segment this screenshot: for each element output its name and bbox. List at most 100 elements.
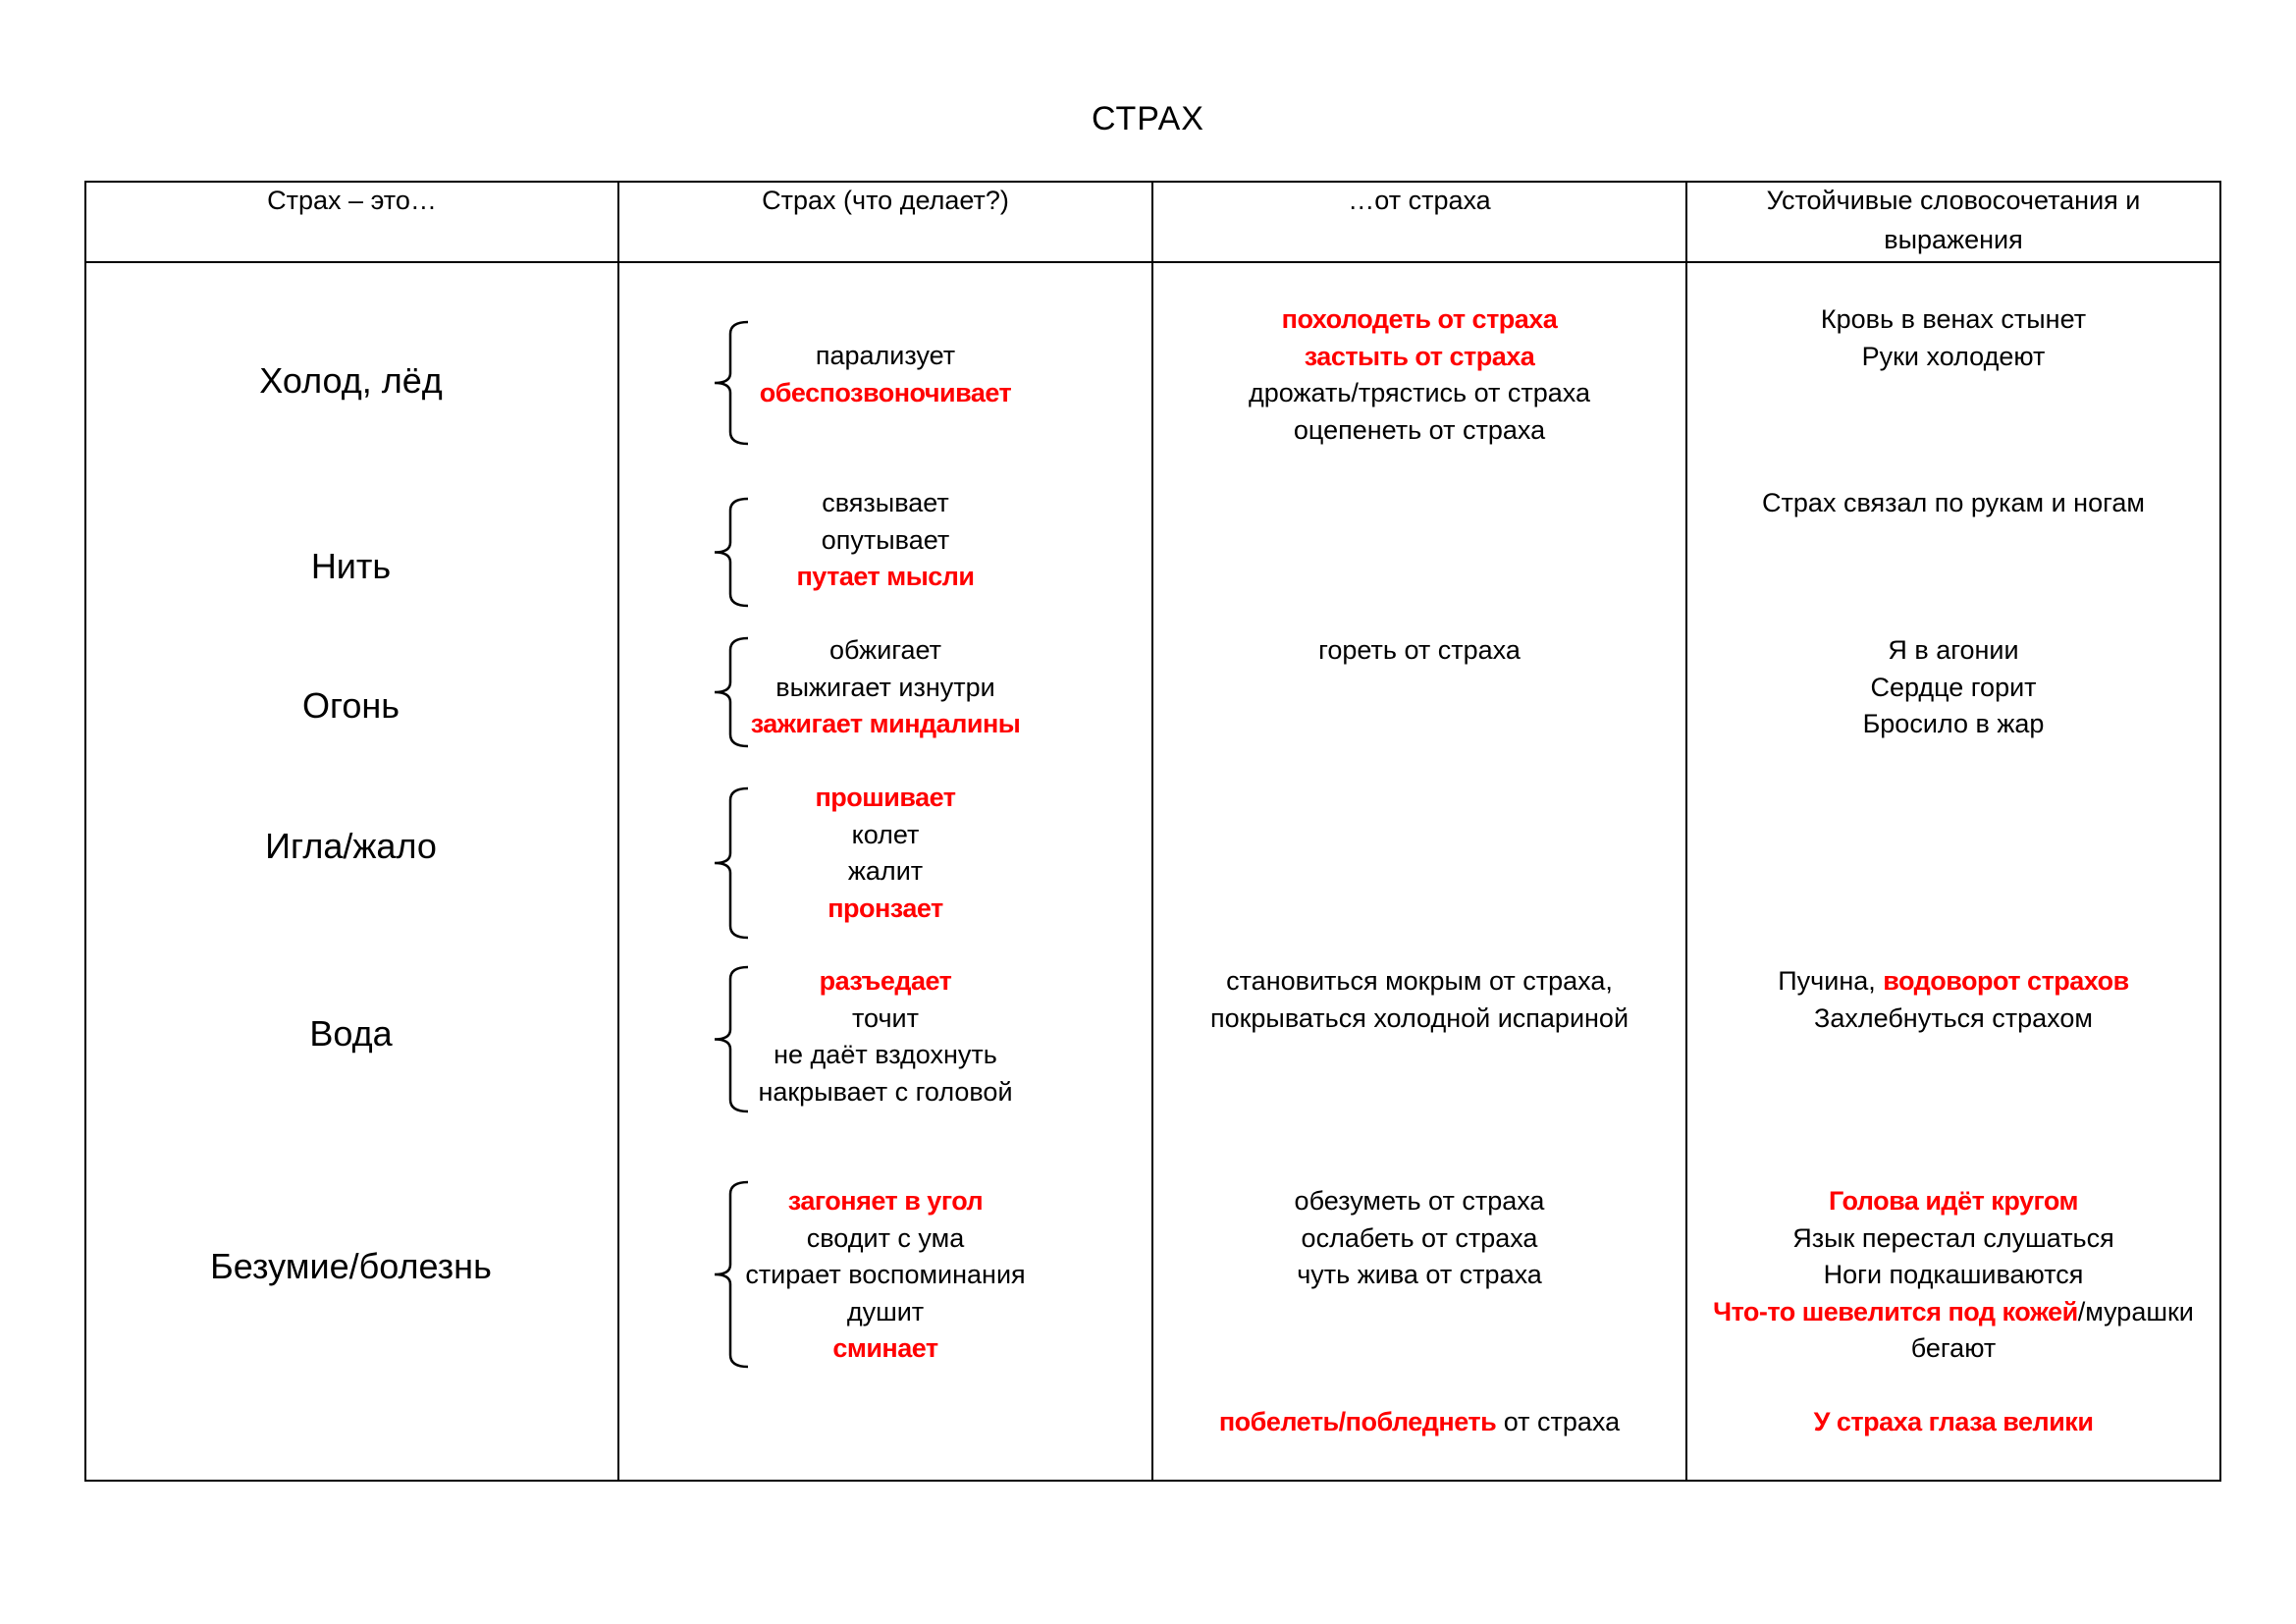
text-segment: Страх связал по рукам и ногам [1762,488,2145,517]
action-item: точит [619,1001,1151,1038]
expression-item: Бросило в жар [1687,706,2219,743]
from-fear-item: побелеть/побледнеть от страха [1153,1404,1685,1441]
text-segment: /мурашки [2077,1296,2194,1326]
category-label: Холод, лёд [259,360,443,401]
expression-item: Голова идёт кругом [1687,1183,2219,1220]
highlighted-text: прошивает [815,783,956,812]
highlighted-text: обеспозвоночивает [759,377,1012,407]
expression-item: Что-то шевелится под кожей/мурашки [1687,1294,2219,1331]
category-label: Игла/жало [265,826,437,866]
column-divider-1 [617,181,619,1482]
from-fear-item: ослабеть от страха [1153,1220,1685,1258]
action-item: связывает [619,485,1151,522]
expression-item: Сердце горит [1687,670,2219,707]
category-label: Безумие/болезнь [210,1246,492,1286]
action-item: не даёт вздохнуть [619,1037,1151,1074]
column-divider-3 [1685,181,1687,1482]
curly-brace-icon [714,965,748,1113]
action-item: путает мысли [619,559,1151,596]
header-what-fear-does: Страх (что делает?) [762,186,1009,215]
text-segment: Пучина, [1778,966,1884,996]
column-divider-2 [1151,181,1153,1482]
expression-item: бегают [1687,1330,2219,1368]
text-segment: парализует [815,341,956,370]
text-segment: Сердце горит [1870,672,2037,702]
text-segment: колет [851,819,920,849]
curly-brace-icon [714,320,748,446]
from-fear-item: обезуметь от страха [1153,1183,1685,1220]
text-segment: сводит с ума [806,1222,965,1253]
header-from-fear: …от страха [1348,186,1491,215]
action-item: разъедает [619,963,1151,1001]
highlighted-text: загоняет в угол [787,1186,984,1216]
from-fear-item: дрожать/трястись от страха [1153,375,1685,412]
text-segment: стирает воспоминания [745,1260,1026,1289]
category-label: Вода [309,1013,393,1054]
highlighted-text: Голова идёт кругом [1829,1186,2078,1216]
expression-item: Захлебнуться страхом [1687,1001,2219,1038]
action-item: загоняет в угол [619,1183,1151,1220]
highlighted-text: У страха глаза велики [1813,1407,2094,1436]
text-segment: накрывает с головой [758,1076,1013,1107]
text-segment: ослабеть от страха [1301,1222,1538,1253]
action-item: стирает воспоминания [619,1257,1151,1294]
expressions-list: Страх связал по рукам и ногам [1687,485,2219,522]
action-item: опутывает [619,522,1151,560]
highlighted-text: побелеть/побледнеть [1218,1407,1497,1436]
text-segment: выжигает изнутри [775,672,995,702]
table-border-left [84,181,86,1482]
text-segment: не даёт вздохнуть [774,1040,997,1069]
action-item: сминает [619,1330,1151,1368]
text-segment: обезуметь от страха [1294,1186,1545,1216]
text-segment: от страха [1496,1407,1621,1436]
text-segment: оцепенеть от страха [1293,414,1546,445]
text-segment: становиться мокрым от страха, [1226,966,1613,996]
header-what-is-fear: Страх – это… [267,186,437,215]
highlighted-text: сминает [832,1333,938,1363]
text-segment: дрожать/трястись от страха [1248,378,1591,407]
text-segment: жалит [847,856,924,886]
from-fear-item: покрываться холодной испариной [1153,1001,1685,1038]
from-fear-item: застыть от страха [1153,339,1685,376]
text-segment: опутывает [821,524,950,555]
curly-brace-icon [714,636,748,748]
expression-item: Руки холодеют [1687,339,2219,376]
curly-brace-icon [714,1180,748,1369]
curly-brace-icon [714,786,748,940]
text-segment: Кровь в венах стынет [1820,304,2087,334]
text-segment: гореть от страха [1318,635,1521,665]
from-fear-item: становиться мокрым от страха, [1153,963,1685,1001]
text-segment: Язык перестал слушаться [1792,1222,2114,1253]
header-set-expressions: Устойчивые словосочетания и выражения [1766,186,2141,254]
text-segment: Бросило в жар [1862,709,2045,738]
category-label: Нить [310,546,392,586]
action-item: обеспозвоночивает [619,375,1151,412]
from-fear-list: гореть от страха [1153,632,1685,670]
expression-item: У страха глаза велики [1687,1404,2219,1441]
text-segment: Руки холодеют [1861,341,2046,371]
from-fear-item: гореть от страха [1153,632,1685,670]
page-title: СТРАХ [1092,100,1204,137]
action-item: колет [619,817,1151,854]
text-segment: Ноги подкашиваются [1823,1260,2084,1289]
highlighted-text: Что-то шевелится под кожей [1713,1296,2078,1326]
from-fear-item: оцепенеть от страха [1153,412,1685,450]
action-item: выжигает изнутри [619,670,1151,707]
highlighted-text: пронзает [828,893,943,923]
table-border-right [2219,181,2221,1482]
from-fear-list: становиться мокрым от страха, покрываться… [1153,963,1685,1037]
text-segment: обжигает [828,635,942,665]
action-item: обжигает [619,632,1151,670]
text-segment: точит [851,1002,919,1033]
from-fear-footer: побелеть/побледнеть от страха [1153,1404,1685,1441]
actions-list: загоняет в угол сводит с ума стирает воспо… [619,1183,1151,1368]
